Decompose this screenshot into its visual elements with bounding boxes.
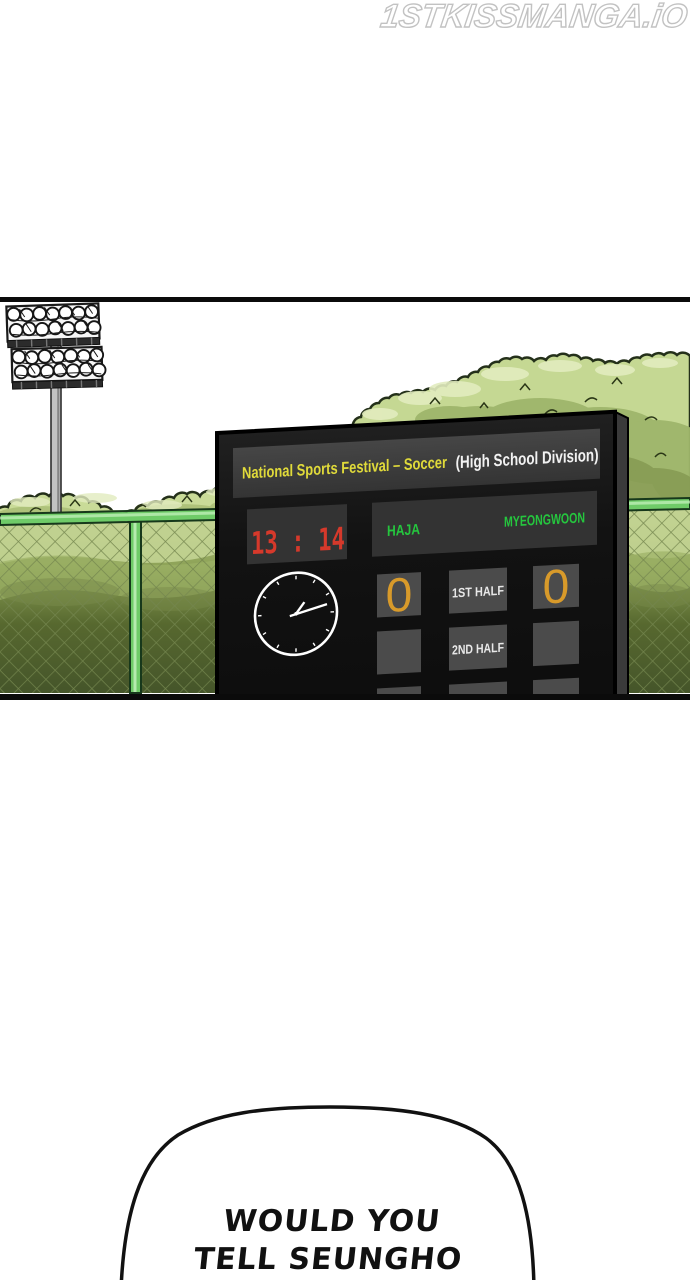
fence-post xyxy=(129,517,142,694)
panel: National Sports Festival – Soccer (High … xyxy=(0,297,690,700)
floodlight-bottom-rack xyxy=(10,345,107,390)
scoreboard-title-strip xyxy=(233,428,600,499)
first-half-label: 1ST HALF xyxy=(452,583,504,601)
analog-clock xyxy=(253,571,339,657)
home-team-name: HAJA xyxy=(387,521,420,540)
home-score: 0 xyxy=(386,569,413,623)
speech-bubble xyxy=(119,1105,536,1280)
led-clock-time: 13 : 14 xyxy=(251,521,345,562)
hour-hand xyxy=(295,601,306,615)
second-half-label: 2ND HALF xyxy=(452,640,504,658)
team-panel xyxy=(372,490,597,557)
away-score: 0 xyxy=(543,560,570,614)
speech-line-1: WOULD YOU xyxy=(221,1204,443,1239)
speech-bubble-outline xyxy=(119,1105,536,1280)
score-grid: 0 0 1ST HALF 2ND HALF xyxy=(377,560,579,694)
scene: National Sports Festival – Soccer (High … xyxy=(0,302,690,694)
led-clock-panel xyxy=(247,504,347,565)
scoreboard: National Sports Festival – Soccer (High … xyxy=(215,409,629,694)
watermark: 1STKISSMANGA.iO xyxy=(378,0,690,35)
speech-bubble-text: WOULD YOU TELL SEUNGHO xyxy=(0,1203,664,1279)
speech-line-2: TELL SEUNGHO xyxy=(191,1242,465,1277)
away-team-name: MYEONGWOON xyxy=(504,510,585,530)
floodlight xyxy=(5,302,107,517)
floodlight-top-rack xyxy=(5,302,102,349)
